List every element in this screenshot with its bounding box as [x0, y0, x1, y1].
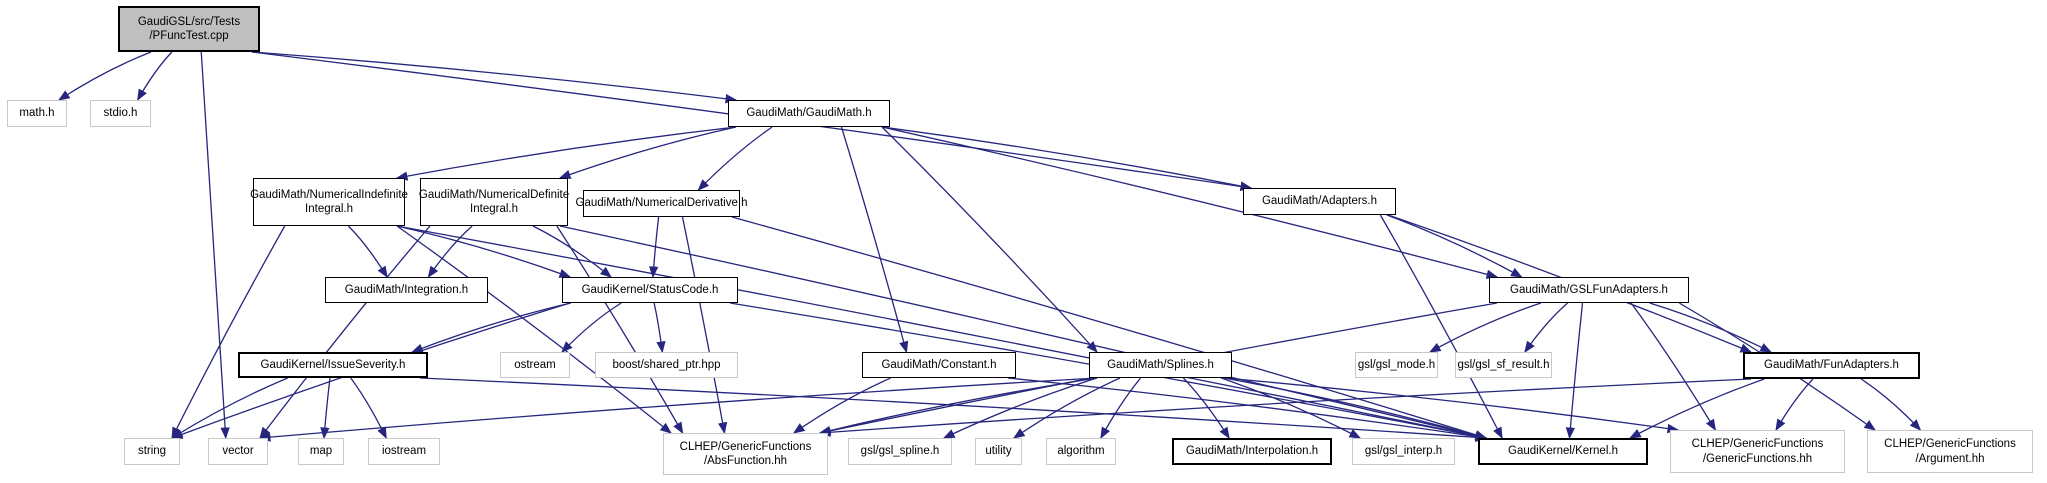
node-splines[interactable]: GaudiMath/Splines.h	[1089, 352, 1232, 378]
edge-pfunctest-to-gaudimath	[251, 51, 738, 104]
edge-numdef-to-kernel	[559, 225, 1488, 441]
node-gsl-sf-result[interactable]: gsl/gsl_sf_result.h	[1455, 352, 1552, 378]
edge-splines-to-genericfunctions	[1223, 377, 1680, 434]
node-statuscode[interactable]: GaudiKernel/StatusCode.h	[562, 277, 738, 303]
node-kernel[interactable]: GaudiKernel/Kernel.h	[1478, 438, 1648, 465]
edge-numderiv-to-statuscode	[649, 216, 660, 279]
edge-pfunctest-to-stdio-h	[137, 51, 173, 102]
edge-numindef-to-string	[171, 225, 286, 440]
edge-statuscode-to-ostream	[561, 302, 622, 353]
node-iostream[interactable]: iostream	[368, 438, 440, 465]
edge-numderiv-to-kernel	[731, 216, 1488, 440]
edge-adapters-to-gslfunadapters	[1386, 214, 1523, 278]
edge-gaudimath-to-splines	[881, 126, 1098, 353]
node-utility[interactable]: utility	[975, 438, 1022, 465]
node-gsl-spline[interactable]: gsl/gsl_spline.h	[848, 438, 952, 465]
node-constant[interactable]: GaudiMath/Constant.h	[862, 352, 1016, 378]
node-issueseverity[interactable]: GaudiKernel/IssueSeverity.h	[238, 352, 428, 378]
edge-gslfunadapters-to-gsl-mode	[1428, 302, 1542, 353]
edge-gslfunadapters-to-funadapters	[1649, 302, 1772, 353]
edge-numindef-to-integration	[347, 225, 388, 278]
edge-gaudimath-to-constant	[840, 126, 909, 354]
node-integration[interactable]: GaudiMath/Integration.h	[325, 277, 488, 303]
edge-funadapters-to-kernel	[1629, 378, 1765, 439]
edge-gaudimath-to-adapters	[881, 126, 1253, 191]
edge-numdef-to-integration	[427, 225, 473, 278]
edge-pfunctest-to-math-h	[58, 51, 152, 101]
edge-constant-to-absfunction	[792, 377, 891, 434]
edge-funadapters-to-genericfunctions	[1775, 378, 1814, 432]
edge-funadapters-to-absfunction	[818, 378, 1752, 437]
node-adapters[interactable]: GaudiMath/Adapters.h	[1243, 188, 1396, 215]
edge-numindef-to-absfunction	[396, 225, 672, 434]
edge-gaudimath-to-numdef	[558, 126, 737, 179]
node-ostream[interactable]: ostream	[500, 352, 570, 378]
edge-splines-to-algorithm	[1100, 377, 1142, 440]
node-numderiv[interactable]: GaudiMath/NumericalDerivative.h	[576, 190, 747, 217]
edge-numindef-to-statuscode	[396, 225, 572, 278]
edge-issueseverity-to-string	[171, 377, 288, 439]
node-numdef[interactable]: GaudiMath/NumericalDefinite Integral.h	[419, 178, 569, 226]
node-gslfunadapters[interactable]: GaudiMath/GSLFunAdapters.h	[1489, 277, 1689, 303]
edge-statuscode-to-boost-shared-ptr	[653, 302, 666, 354]
node-gsl-interp[interactable]: gsl/gsl_interp.h	[1352, 438, 1455, 465]
edge-numdef-to-statuscode	[532, 225, 612, 278]
edge-adapters-to-kernel	[1379, 214, 1503, 440]
node-genericfunctions[interactable]: CLHEP/GenericFunctions /GenericFunctions…	[1670, 430, 1845, 473]
edge-gslfunadapters-to-kernel	[1565, 302, 1584, 440]
edge-statuscode-to-issueseverity	[411, 302, 571, 353]
edge-gaudimath-to-numindef	[395, 126, 737, 181]
edge-numdef-to-absfunction	[556, 225, 684, 435]
node-string[interactable]: string	[124, 438, 180, 465]
edge-gslfunadapters-to-genericfunctions	[1630, 302, 1716, 432]
edge-splines-to-utility	[1013, 377, 1121, 439]
edge-splines-to-gsl-interp	[1221, 377, 1362, 439]
edge-issueseverity-to-iostream	[350, 377, 387, 440]
node-gsl-mode[interactable]: gsl/gsl_mode.h	[1355, 352, 1438, 378]
edge-numderiv-to-absfunction	[681, 216, 728, 435]
edge-pfunctest-to-vector	[200, 51, 230, 440]
edge-gaudimath-to-gslfunadapters	[881, 126, 1499, 279]
node-pfunctest[interactable]: GaudiGSL/src/Tests /PFuncTest.cpp	[118, 6, 260, 52]
edge-numindef-to-kernel	[396, 225, 1488, 441]
edge-issueseverity-to-map	[320, 377, 331, 440]
node-algorithm[interactable]: algorithm	[1046, 438, 1116, 465]
node-gaudimath[interactable]: GaudiMath/GaudiMath.h	[728, 100, 890, 127]
node-interpolation[interactable]: GaudiMath/Interpolation.h	[1172, 438, 1332, 465]
edge-gslfunadapters-to-gsl-sf-result	[1524, 302, 1569, 353]
edge-numdef-to-vector	[259, 225, 431, 439]
node-argument[interactable]: CLHEP/GenericFunctions /Argument.hh	[1867, 430, 2033, 473]
edge-gaudimath-to-numderiv	[697, 126, 773, 191]
node-absfunction[interactable]: CLHEP/GenericFunctions /AbsFunction.hh	[663, 433, 828, 475]
edge-splines-to-vector	[258, 377, 1098, 442]
node-funadapters[interactable]: GaudiMath/FunAdapters.h	[1743, 352, 1920, 379]
node-vector[interactable]: vector	[208, 438, 268, 465]
edge-splines-to-kernel	[1223, 377, 1488, 440]
edge-splines-to-gsl-spline	[942, 377, 1098, 439]
node-boost-shared-ptr[interactable]: boost/shared_ptr.hpp	[595, 352, 738, 378]
edge-funadapters-to-argument	[1860, 378, 1922, 431]
node-stdio-h[interactable]: stdio.h	[90, 100, 151, 127]
node-math-h[interactable]: math.h	[7, 100, 67, 127]
edge-splines-to-interpolation	[1182, 377, 1230, 439]
node-numindef[interactable]: GaudiMath/NumericalIndefinite Integral.h	[250, 178, 408, 226]
node-map[interactable]: map	[298, 438, 344, 465]
